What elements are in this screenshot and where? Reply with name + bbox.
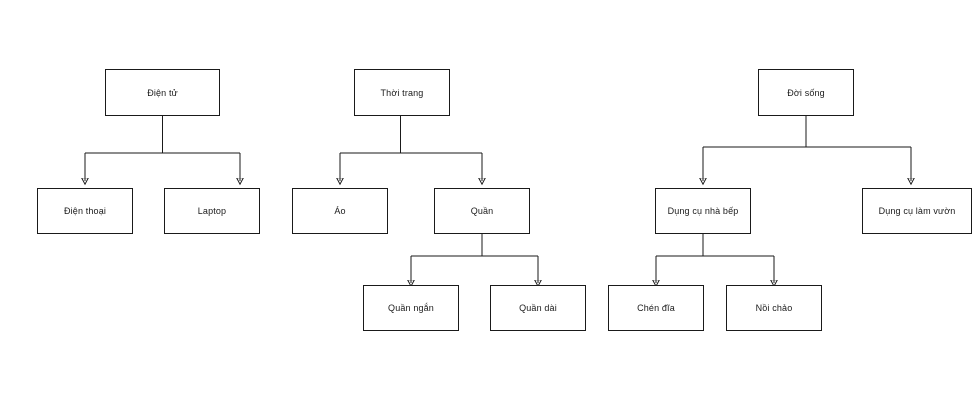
node-label: Quần dài (519, 303, 557, 313)
node-ao[interactable]: Áo (292, 188, 388, 234)
node-label: Quần ngắn (388, 303, 434, 313)
edge-group-doi-song (703, 116, 911, 181)
edge-group-thoi-trang (340, 116, 482, 181)
node-doi-song[interactable]: Đời sống (758, 69, 854, 116)
node-quan[interactable]: Quần (434, 188, 530, 234)
node-dien-thoai[interactable]: Điện thoại (37, 188, 133, 234)
node-laptop[interactable]: Laptop (164, 188, 260, 234)
node-label: Thời trang (380, 87, 424, 98)
node-label: Nồi chảo (755, 303, 793, 313)
edge-group-dung-cu-nha-bep (656, 234, 774, 283)
node-label: Đời sống (787, 87, 825, 98)
node-thoi-trang[interactable]: Thời trang (354, 69, 450, 116)
node-label: Laptop (197, 206, 227, 216)
node-label: Điện thoại (63, 206, 107, 216)
node-label: Dụng cụ nhà bếp (667, 206, 739, 216)
edge-group-quan (411, 234, 538, 283)
node-label: Quần (470, 206, 494, 216)
node-quan-dai[interactable]: Quần dài (490, 285, 586, 331)
node-dung-cu-lam-vuon[interactable]: Dụng cụ làm vườn (862, 188, 972, 234)
node-dung-cu-nha-bep[interactable]: Dụng cụ nhà bếp (655, 188, 751, 234)
node-noi-chao[interactable]: Nồi chảo (726, 285, 822, 331)
edge-group-dien-tu (85, 116, 240, 181)
node-label: Dụng cụ làm vườn (878, 206, 956, 216)
node-quan-ngan[interactable]: Quần ngắn (363, 285, 459, 331)
node-label: Chén đĩa (637, 303, 675, 313)
node-label: Điện tử (147, 87, 178, 98)
node-dien-tu[interactable]: Điện tử (105, 69, 220, 116)
node-chen-dia[interactable]: Chén đĩa (608, 285, 704, 331)
node-label: Áo (334, 206, 346, 216)
